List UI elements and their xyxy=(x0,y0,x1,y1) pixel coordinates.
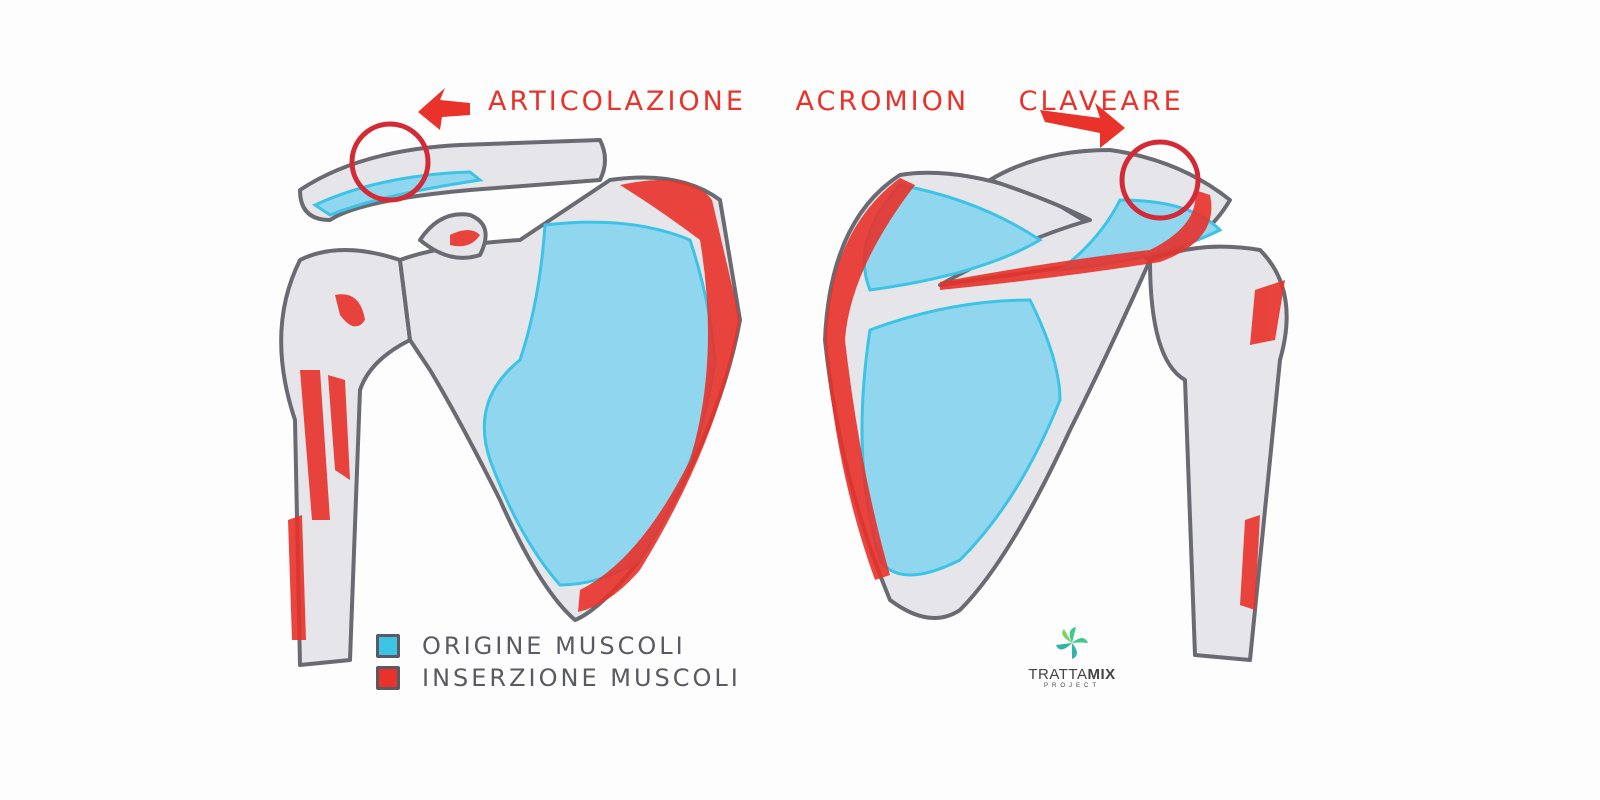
left-humerus-insertion-1 xyxy=(300,370,330,520)
right-humerus-insertion-2 xyxy=(1240,515,1260,610)
pinwheel-logo-icon xyxy=(1056,627,1088,659)
logo-name-bold: MIX xyxy=(1087,666,1116,683)
right-joint-circle xyxy=(1119,139,1201,221)
left-arrow-icon xyxy=(418,88,470,130)
origin-swatch xyxy=(376,634,400,658)
insertion-swatch xyxy=(376,666,400,690)
logo-subtitle: PROJECT xyxy=(1043,683,1100,689)
legend-origin: ORIGINE MUSCOLI xyxy=(376,632,686,660)
right-spine-insertion xyxy=(940,190,1212,290)
right-arrow-icon xyxy=(1040,103,1125,148)
left-joint-circle xyxy=(349,121,431,203)
left-humerus-insertion-4 xyxy=(335,294,365,327)
left-coracoid-insertion xyxy=(450,230,480,247)
legend-insertion: INSERZIONE MUSCOLI xyxy=(376,664,741,692)
right-origin-lower xyxy=(860,298,1062,577)
trattamix-logo: TRATTAMIX PROJECT xyxy=(1022,625,1122,689)
legend-insertion-label: INSERZIONE MUSCOLI xyxy=(422,664,741,692)
right-humerus-insertion-1 xyxy=(1250,280,1285,345)
left-humerus-insertion-2 xyxy=(328,375,350,480)
left-insertion-border xyxy=(578,180,740,612)
left-humerus-insertion-3 xyxy=(288,515,306,640)
logo-name-light: TRATTA xyxy=(1028,666,1088,683)
legend-origin-label: ORIGINE MUSCOLI xyxy=(422,632,686,660)
right-insertion-border xyxy=(825,178,915,580)
diagram-title: ARTICOLAZIONE ACROMION CLAVEARE xyxy=(488,86,1184,117)
